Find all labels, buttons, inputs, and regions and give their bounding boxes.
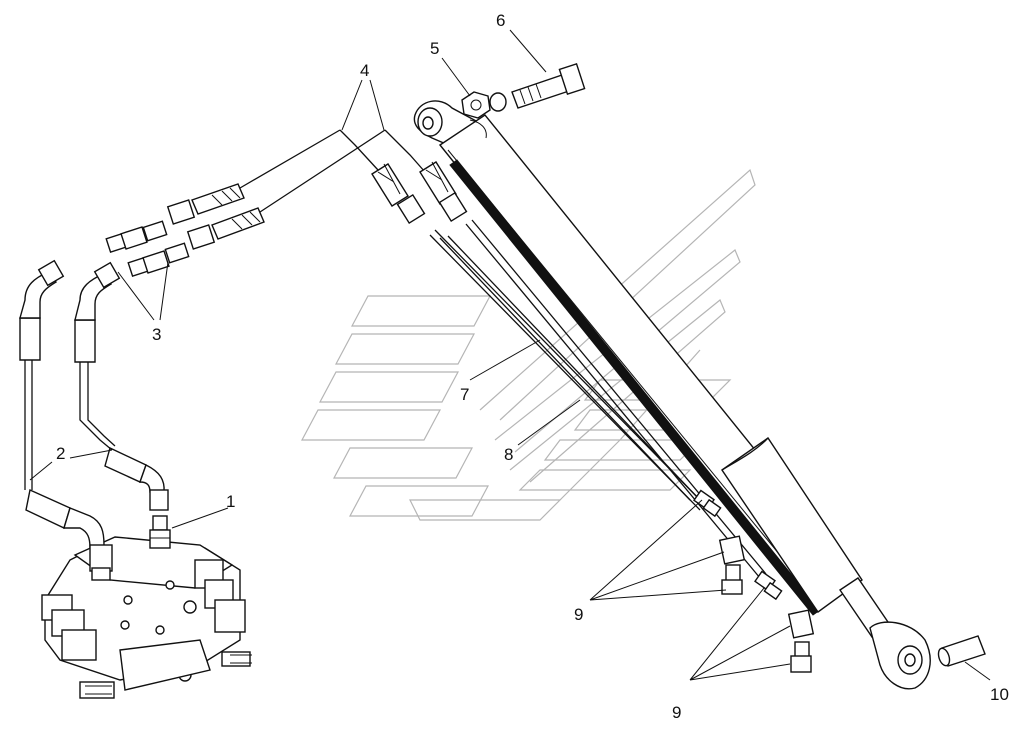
- adapters-3: [105, 220, 190, 278]
- fitting-1: [149, 515, 171, 549]
- hoses-4: [166, 129, 468, 250]
- control-valve-block: [41, 536, 252, 699]
- callout-2: 2: [56, 444, 65, 463]
- callout-5: 5: [430, 39, 439, 58]
- hydraulic-cylinder: [413, 100, 931, 690]
- callout-7: 7: [460, 385, 469, 404]
- callout-9-lower: 9: [672, 703, 681, 722]
- bolt-6: [511, 62, 586, 109]
- callout-4: 4: [360, 61, 369, 80]
- leader-lines: [29, 29, 991, 681]
- fittings-9-upper: [693, 489, 746, 595]
- callout-6: 6: [496, 11, 505, 30]
- pin-10: [937, 635, 986, 667]
- callout-10: 10: [990, 685, 1009, 704]
- callout-1: 1: [226, 492, 235, 511]
- callout-9-upper: 9: [574, 605, 583, 624]
- fittings-9-lower: [754, 570, 815, 673]
- callout-3: 3: [152, 325, 161, 344]
- nut-5: [461, 91, 507, 119]
- tubes-7-8: [429, 219, 767, 579]
- hoses-2: [19, 259, 169, 581]
- callout-8: 8: [504, 445, 513, 464]
